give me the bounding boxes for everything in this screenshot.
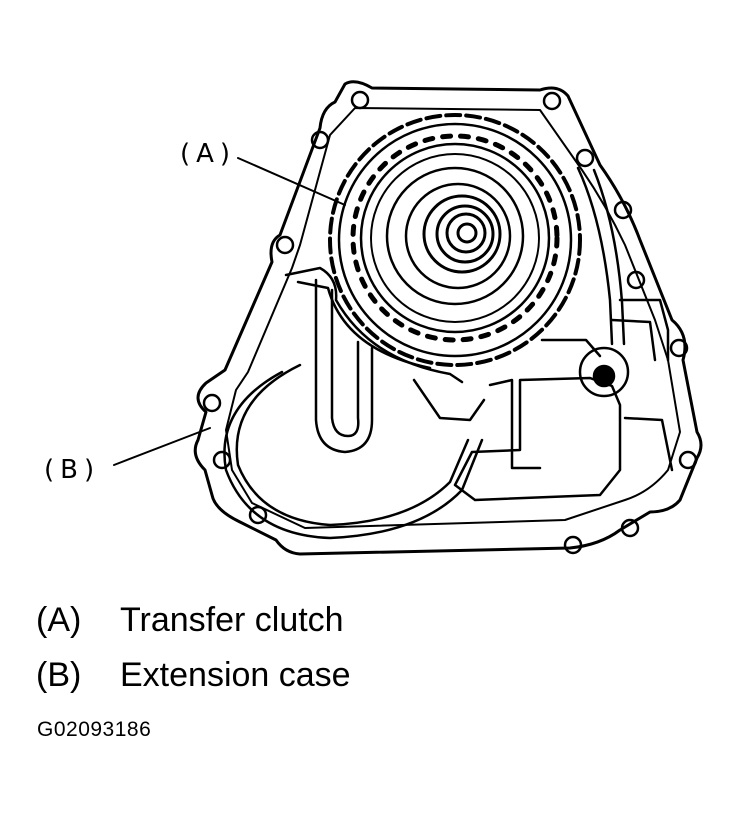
bolt-holes [202, 90, 698, 555]
flange-inner-line [225, 107, 681, 529]
bolt-hole [248, 505, 268, 525]
legend-text-b: Extension case [120, 656, 351, 694]
legend-text-a: Transfer clutch [120, 601, 344, 639]
clutch-hub [456, 222, 478, 244]
legend-item-b: (B) Extension case [36, 655, 351, 695]
bolt-hole [310, 130, 330, 150]
bolt-hole [613, 200, 633, 220]
bolt-hole [678, 450, 698, 470]
clutch-outer-ring [337, 122, 573, 358]
callout-a: (A) [180, 139, 236, 169]
bolt-hole [620, 518, 640, 538]
leader-line-a [237, 157, 346, 206]
bolt-hole [626, 270, 646, 290]
bolt-hole [212, 450, 232, 470]
legend-key-a: (A) [36, 601, 82, 639]
extension-case-structure [223, 266, 674, 540]
transfer-case-diagram: (A) (B) [44, 80, 703, 556]
bolt-hole [542, 91, 562, 111]
transfer-clutch [328, 113, 582, 367]
housing-outline [193, 80, 703, 556]
leader-line-b [113, 427, 211, 466]
bolt-hole [275, 235, 295, 255]
bolt-hole [202, 393, 222, 413]
bolt-hole [350, 90, 370, 110]
bolt-hole [563, 535, 583, 555]
clutch-plate-ring [350, 133, 560, 343]
figure-id: G02093186 [37, 718, 152, 741]
bolt-hole [575, 148, 595, 168]
output-shaft-port [576, 166, 630, 398]
callout-b: (B) [44, 455, 100, 485]
legend-item-a: (A) Transfer clutch [36, 600, 344, 640]
clutch-outer-splined-ring [328, 113, 582, 367]
legend-key-b: (B) [36, 656, 82, 694]
bolt-hole [669, 338, 689, 358]
